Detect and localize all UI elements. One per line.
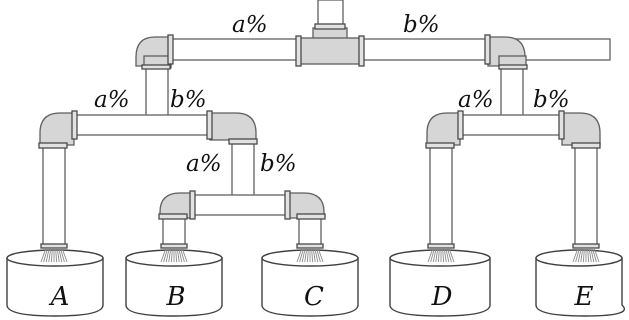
bucket-label-a: A (49, 282, 70, 312)
bucket-labels: A B C D E (49, 282, 594, 312)
label-right-b: b% (533, 87, 570, 113)
elbow-to-e (558, 110, 601, 149)
pipe-to-a (42, 144, 66, 248)
water-streams (40, 247, 600, 263)
elbow-to-d (425, 110, 464, 149)
outlet-couplings (40, 243, 600, 249)
pipe-to-b (162, 214, 186, 248)
bucket-d (389, 249, 491, 317)
water-stream-a (40, 247, 68, 263)
elbow-to-a (38, 110, 78, 149)
bucket-label-e: E (574, 282, 594, 312)
tee-fitting (295, 23, 365, 67)
water-stream-d (427, 247, 455, 263)
top-main-pipe (167, 38, 611, 61)
bucket-b (125, 249, 223, 317)
water-stream-e (572, 247, 600, 263)
pipe-to-d (429, 144, 453, 248)
elbow-to-b (158, 190, 196, 220)
bucket-e (535, 249, 625, 317)
elbow-left-branch-right (206, 110, 258, 145)
pipe-to-c (298, 214, 322, 248)
elbow-top-left (135, 34, 174, 70)
water-stream-c (296, 247, 324, 263)
bucket-label-c: C (304, 282, 324, 312)
label-top-right: b% (403, 12, 440, 38)
label-left-b: b% (170, 87, 207, 113)
bucket-label-d: D (431, 282, 453, 312)
elbow-to-c (284, 190, 326, 220)
label-right-a: a% (458, 87, 494, 113)
label-left-a: a% (94, 87, 130, 113)
water-stream-b (160, 247, 188, 263)
bucket-a (6, 249, 104, 317)
elbow-top-right (484, 34, 528, 70)
bucket-label-b: B (165, 282, 185, 312)
label-mid-b: b% (260, 151, 297, 177)
pipe-to-e (574, 144, 598, 248)
label-mid-a: a% (186, 151, 222, 177)
pipe-labels: a% b% a% b% a% b% a% b% (94, 12, 570, 177)
label-top-left: a% (232, 12, 268, 38)
